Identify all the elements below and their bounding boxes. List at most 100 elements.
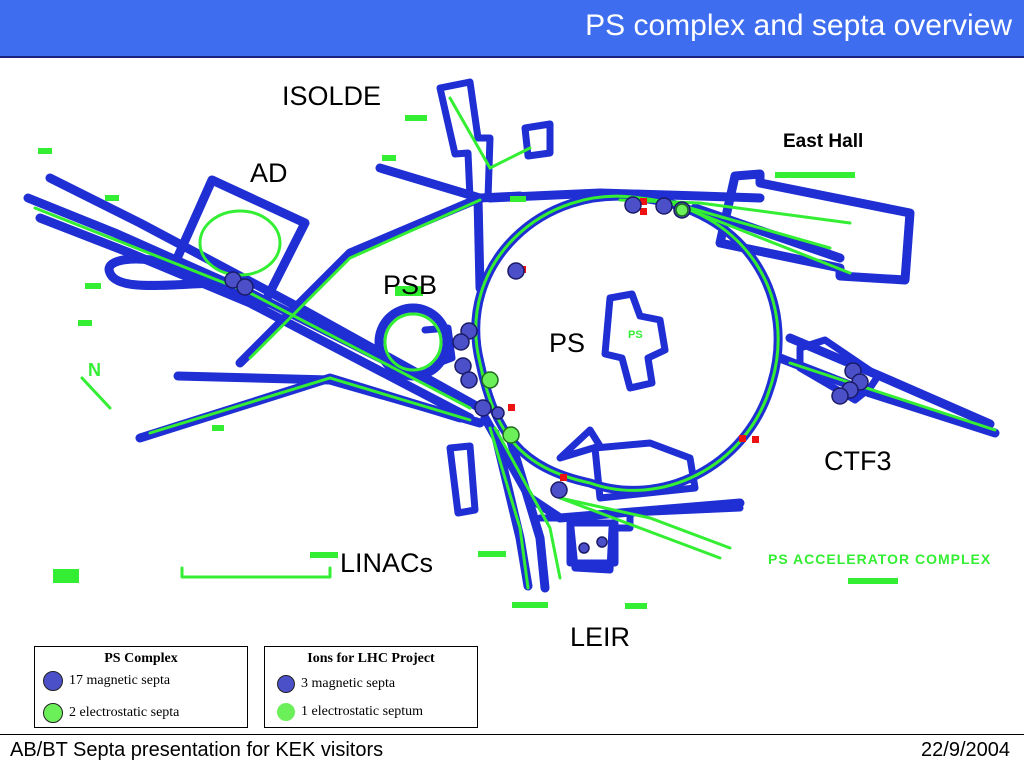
marker [508,404,515,411]
ps-complex-map: PS N PS ACCELERATOR COMPLEX [23,78,1000,609]
magnetic-septum [474,399,492,417]
isolde-building-2 [521,120,554,160]
electrostatic-septum-ion [675,203,689,217]
electrostatic-septum-icon [43,703,63,723]
ps-center-text: PS [628,329,643,341]
magnetic-septum [831,387,849,405]
isolde-stem [473,193,485,293]
isolde-beam [248,198,482,360]
electrostatic-septum-icon [277,703,295,721]
north-text: N [88,360,101,380]
tt2-beam [148,376,472,435]
marker [739,435,746,442]
electrostatic-septum [481,371,499,389]
label-isolde: ISOLDE [282,81,382,111]
ctf3-beam [788,361,997,432]
annot-block [212,425,224,431]
annot-block [78,320,92,326]
legend-title: Ions for LHC Project [307,651,435,666]
leir-box [566,519,619,567]
magnetic-septum-icon [277,675,295,693]
magnetic-septum-ion [596,536,608,548]
legend-ps-complex: PS Complex 17 magnetic septa 2 electrost… [34,646,248,728]
annot-block [395,286,423,296]
title-bar: PS complex and septa overview [0,0,1024,56]
marker [640,208,647,215]
annot-block [510,196,526,202]
magnetic-septum-ion [578,542,590,554]
ps-beam [474,194,780,492]
leir-beam [558,496,722,560]
footer-divider [0,734,1024,735]
north-arrow [80,376,112,410]
legend-ions-lhc: Ions for LHC Project 3 magnetic septa 1 … [264,646,478,728]
annot-block [478,551,506,557]
legend-text: 2 electrostatic septa [69,705,180,720]
scale-bar [180,566,332,579]
marker [560,474,567,481]
magnetic-septa [224,196,869,554]
isolde-line-2 [375,163,485,203]
magnetic-septum [655,197,673,215]
label-ps: PS [549,328,586,358]
magnetic-septum [452,333,470,351]
annot-block [775,172,855,178]
magnetic-septum [460,371,478,389]
legend-title: PS Complex [104,651,178,666]
annot-block [512,602,548,608]
label-east-hall: East Hall [783,131,864,152]
ps-south-building [591,439,699,502]
psb-beam [383,312,443,372]
marker [752,436,759,443]
magnetic-septum [491,406,505,420]
east-hall-beam-3 [688,206,832,250]
ad-beam [198,209,282,277]
complex-text: PS ACCELERATOR COMPLEX [768,551,991,567]
title-divider [0,56,1024,58]
footer-date: 22/9/2004 [921,739,1010,761]
ps-center-building [601,290,669,392]
magnetic-septum-icon [43,671,63,691]
transfer-line-ad-3 [35,213,475,423]
slide-title: PS complex and septa overview [585,9,1012,42]
annot-block [405,115,427,121]
legend-text: 17 magnetic septa [69,673,171,688]
transfer-line-ad [23,193,475,408]
label-linacs: LINACs [340,548,434,578]
annot-block [848,578,898,584]
legend-row: 17 magnetic septa [43,671,170,691]
map-annotations [38,115,898,609]
legend-row: 2 electrostatic septa [43,703,179,723]
east-hall-building [715,169,915,285]
ps-south-building-2 [556,426,604,462]
magnetic-septum [507,262,525,280]
annot-block [382,155,396,161]
leir-beam-2 [558,496,732,550]
magnetic-septum [236,278,254,296]
label-psb: PSB [383,270,438,300]
east-hall-beam-2 [688,208,852,275]
ctf3-line-2 [785,333,995,429]
magnetic-septum [550,481,568,499]
linac-beam [488,426,530,590]
legend-row: 1 electrostatic septum [277,703,423,721]
annot-block [625,603,647,609]
electrostatic-septa [481,203,689,444]
electrostatic-septum [502,426,520,444]
annot-block [105,195,119,201]
annot-block [38,148,52,154]
legend-text: 1 electrostatic septum [301,704,424,719]
legend-text: 3 magnetic septa [301,676,396,691]
annot-block [85,283,101,289]
footer-presentation: AB/BT Septa presentation for KEK visitor… [10,739,384,761]
annot-block [310,552,338,558]
legend-row: 3 magnetic septa [277,675,395,693]
label-ctf3: CTF3 [824,446,892,476]
marker [640,198,647,205]
isolde-beam-2 [448,96,532,170]
beamlines [33,96,997,590]
annot-block [53,569,79,583]
linac-beam-2 [493,426,562,580]
label-leir: LEIR [570,622,631,652]
magnetic-septum [624,196,642,214]
